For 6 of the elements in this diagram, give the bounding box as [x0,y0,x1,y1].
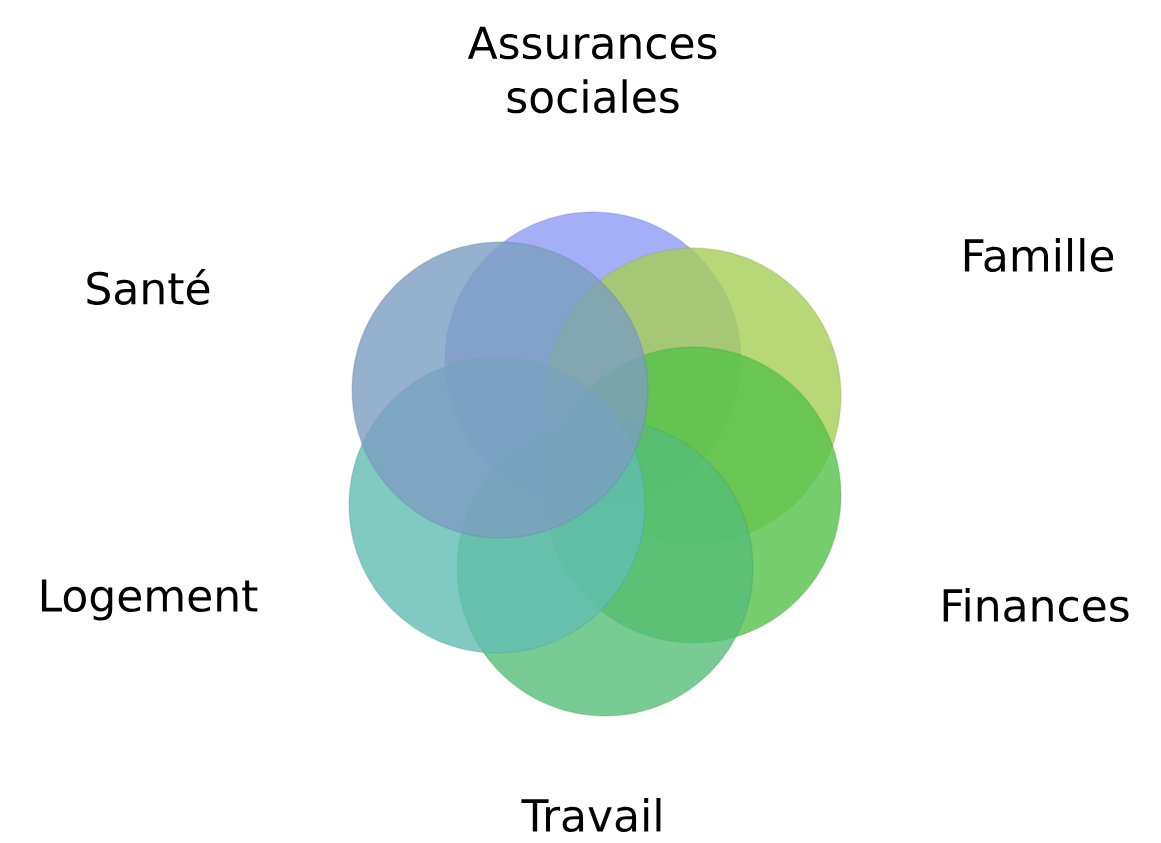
circle-label: Travail [521,798,661,833]
circle-label: Assurances sociales [467,26,717,114]
circle-label: Famille [964,238,1114,273]
circle-label: Finances [943,588,1129,623]
circle-label: Logement [41,579,258,621]
circle-label: Santé [87,269,210,305]
